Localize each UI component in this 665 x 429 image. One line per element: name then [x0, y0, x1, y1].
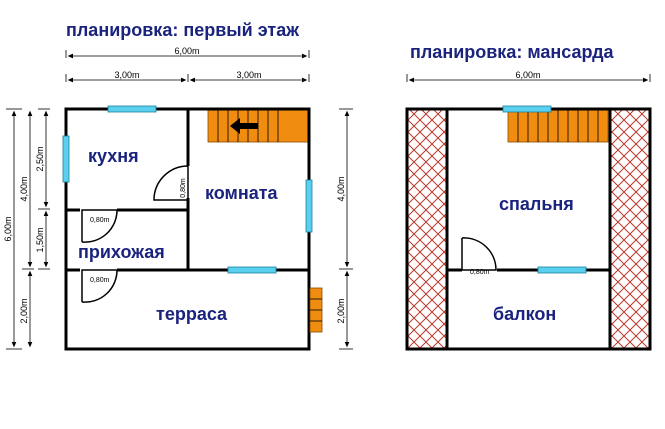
room-label-living-room: комната — [205, 183, 279, 203]
window-attic-top — [502, 105, 552, 113]
first-floor-stairs — [207, 109, 309, 143]
first-floor-right-dimensions: 4,00m 2,00m — [336, 108, 353, 350]
attic-plan: планировка: мансарда 6,00m — [405, 42, 652, 351]
attic-outer-walls — [405, 107, 652, 351]
first-floor-top-dimensions: 6,00m 3,00m 3,00m — [65, 46, 310, 83]
attic-top-dimension: 6,00m — [406, 70, 651, 83]
door-kitchen-hall-width: 0,80m — [90, 217, 110, 224]
room-label-terrace: терраса — [156, 304, 228, 324]
first-floor-left-dimensions: 6,00m 4,00m 2,00m 2,50m 1,50m — [3, 108, 50, 350]
first-floor-terrace-height-right: 2,00m — [336, 298, 346, 323]
first-floor-kitchen-height: 2,50m — [35, 146, 45, 171]
window-room-bottom — [227, 266, 277, 274]
room-label-kitchen: кухня — [88, 146, 139, 166]
first-floor-left-top-height: 4,00m — [19, 176, 29, 201]
first-floor-interior-walls — [66, 109, 309, 272]
first-floor-plan: планировка: первый этаж 6,00m 3,00m 3,00… — [3, 20, 353, 351]
window-kitchen-left — [62, 135, 70, 183]
first-floor-left-outer-height: 6,00m — [3, 216, 13, 241]
window-balcony — [537, 266, 587, 274]
room-label-balcony: балкон — [493, 304, 556, 324]
door-room-icon — [153, 165, 189, 201]
door-kitchen-hall-icon — [81, 209, 118, 243]
first-floor-left-width: 3,00m — [114, 70, 139, 80]
attic-roof-slope-left — [407, 109, 447, 349]
door-balcony-icon — [461, 237, 497, 271]
first-floor-right-width: 3,00m — [236, 70, 261, 80]
window-kitchen-top — [107, 105, 157, 113]
first-floor-right-top-height: 4,00m — [336, 176, 346, 201]
first-floor-terrace-height-left: 2,00m — [19, 298, 29, 323]
first-floor-hall-height: 1,50m — [35, 227, 45, 252]
attic-title: планировка: мансарда — [410, 42, 615, 62]
first-floor-total-width: 6,00m — [174, 46, 199, 56]
door-hall-terrace-width: 0,80m — [90, 277, 110, 284]
door-room-width: 0,80m — [180, 178, 187, 198]
room-label-hallway: прихожая — [78, 242, 165, 262]
window-room-right — [305, 179, 313, 233]
room-label-bedroom: спальня — [499, 194, 574, 214]
attic-total-width: 6,00m — [515, 70, 540, 80]
attic-stairs — [507, 109, 609, 143]
door-balcony-width: 0,80m — [470, 269, 490, 276]
door-hall-terrace-icon — [81, 269, 118, 303]
first-floor-doors: 0,80m 0,80m 0,80m — [81, 165, 189, 303]
first-floor-title: планировка: первый этаж — [66, 20, 299, 40]
first-floor-windows — [62, 105, 323, 333]
stairs-direction-arrow-icon — [230, 118, 258, 134]
attic-roof-slope-right — [610, 109, 650, 349]
